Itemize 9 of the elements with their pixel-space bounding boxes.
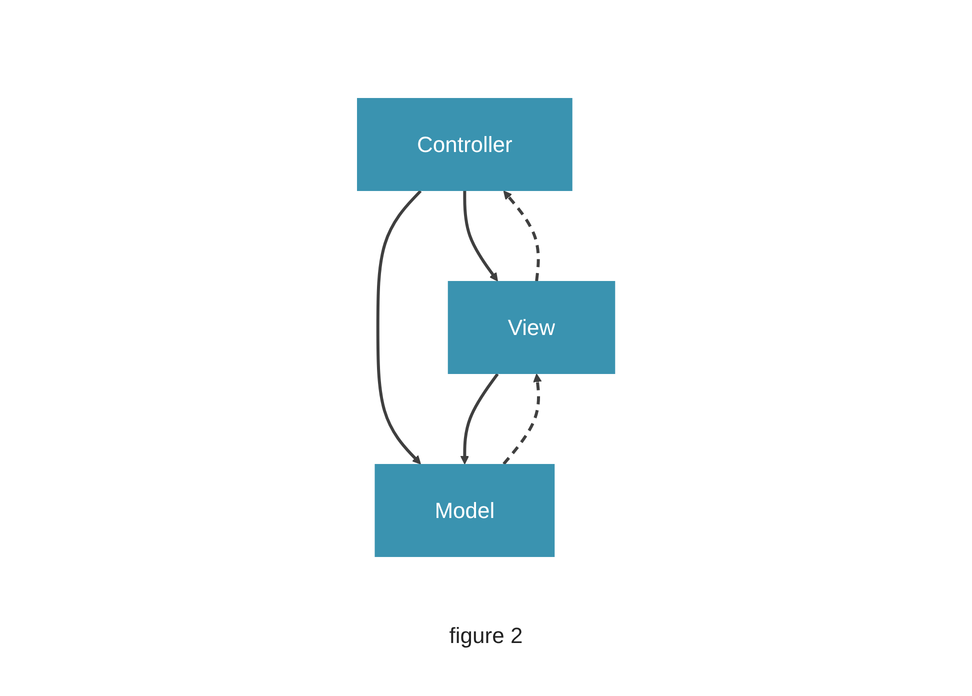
arrow bbox=[376, 189, 422, 464]
arrow bbox=[463, 190, 498, 281]
arrow bbox=[460, 372, 499, 464]
arrow bbox=[503, 190, 540, 281]
node-box: View bbox=[448, 280, 616, 374]
node-box: Controller bbox=[356, 98, 572, 190]
arrow bbox=[502, 373, 542, 464]
node-box: Model bbox=[374, 464, 555, 556]
caption: figure 2 bbox=[449, 623, 523, 649]
